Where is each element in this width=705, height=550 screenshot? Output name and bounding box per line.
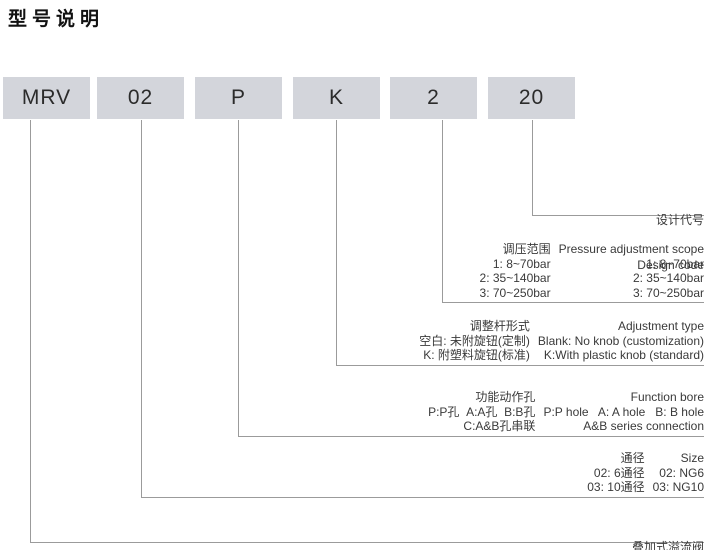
pressure-row-en: 1: 8~70bar (646, 256, 704, 271)
function-bore-row-cn: C:A&B孔串联 (463, 419, 536, 433)
connector-vline-design-code (532, 120, 533, 215)
pressure-scope-block: 调压范围 Pressure adjustment scope 1: 8~70ba… (480, 242, 704, 300)
code-box-adjustment: K (293, 77, 380, 119)
pressure-row-cn: 3: 70~250bar (479, 285, 551, 300)
size-row-cn: 03: 10通径 (587, 480, 645, 494)
pressure-header-cn: 调压范围 (502, 242, 551, 256)
adjustment-header-cn: 调整杆形式 (469, 319, 530, 333)
code-box-size: 02 (97, 77, 184, 119)
page-title: 型号说明 (8, 9, 105, 30)
product-name-block: 叠加式溢流阀 Modular relief valves (594, 510, 704, 550)
size-block: 通径 Size 02: 6通径 02: NG6 03: 10通径 03: NG1… (587, 451, 704, 495)
connector-vline-pressure (442, 120, 443, 302)
size-row-cn: 02: 6通径 (593, 465, 645, 480)
pressure-row-en: 2: 35~140bar (632, 271, 704, 285)
connector-vline-series (30, 120, 31, 542)
function-bore-row-cn: P:P孔 A:A孔 B:B孔 (428, 404, 536, 419)
size-header-en: Size (680, 451, 704, 465)
adjustment-row-en: Blank: No knob (customization) (537, 333, 704, 348)
underline-adjustment (336, 365, 704, 366)
size-header-cn: 通径 (620, 451, 645, 465)
design-code-block: 设计代号 Design code (637, 183, 704, 303)
pressure-row-cn: 2: 35~140bar (479, 271, 551, 285)
size-row-en: 03: NG10 (652, 480, 704, 494)
adjustment-header-en: Adjustment type (617, 319, 704, 333)
underline-function (238, 436, 704, 437)
underline-series (30, 542, 704, 543)
product-name-cn: 叠加式溢流阀 (631, 540, 704, 550)
underline-design-code (532, 215, 704, 216)
size-row-en: 02: NG6 (659, 465, 704, 480)
code-box-series: MRV (3, 77, 90, 119)
code-box-pressure: 2 (390, 77, 477, 119)
adjustment-row-cn: K: 附塑料旋钮(标准) (423, 348, 530, 362)
function-bore-row-en: P:P hole A: A hole B: B hole (543, 404, 704, 419)
code-box-function: P (195, 77, 282, 119)
design-code-label-en: Design code (637, 258, 704, 272)
adjustment-row-cn: 空白: 未附旋钮(定制) (419, 333, 530, 348)
function-bore-header-cn: 功能动作孔 (475, 390, 536, 404)
connector-vline-adjustment (336, 120, 337, 365)
connector-vline-size (141, 120, 142, 497)
underline-size (141, 497, 704, 498)
code-box-design-code: 20 (488, 77, 575, 119)
adjustment-type-block: 调整杆形式 Adjustment type 空白: 未附旋钮(定制) Blank… (419, 319, 704, 363)
connector-vline-function (238, 120, 239, 436)
function-bore-row-en: A&B series connection (583, 419, 704, 433)
pressure-header-en: Pressure adjustment scope (558, 242, 704, 256)
design-code-label-cn: 设计代号 (655, 213, 704, 227)
pressure-row-en: 3: 70~250bar (632, 285, 704, 300)
adjustment-row-en: K:With plastic knob (standard) (543, 348, 704, 362)
function-bore-header-en: Function bore (630, 390, 704, 404)
underline-pressure (442, 302, 704, 303)
pressure-row-cn: 1: 8~70bar (492, 256, 551, 271)
function-bore-block: 功能动作孔 Function bore P:P孔 A:A孔 B:B孔 P:P h… (428, 390, 704, 434)
